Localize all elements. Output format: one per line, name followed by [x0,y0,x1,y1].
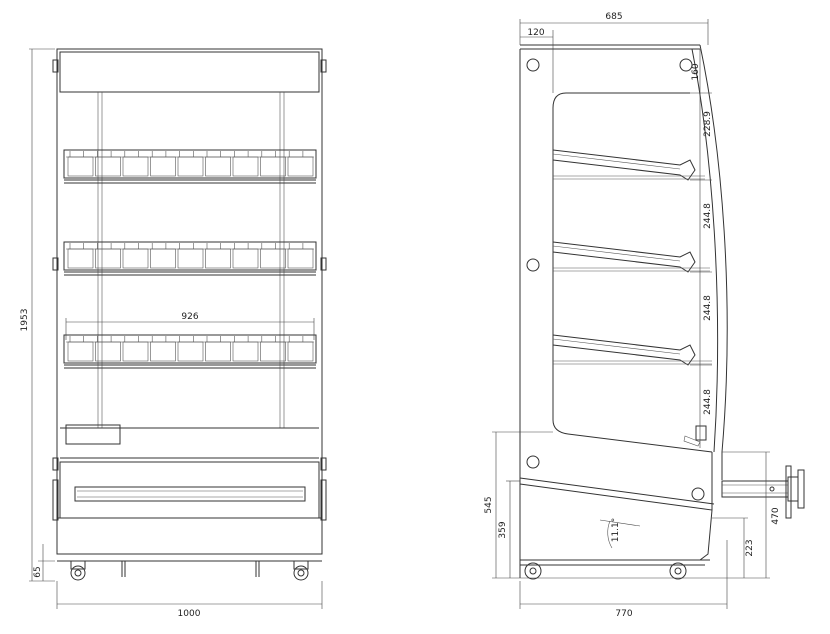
dim-shelf-spacing-1: 228.9 [703,111,713,137]
shelf-product-slot [67,156,94,177]
side-front-curve-outer [699,44,728,453]
front-left-bracket-top [52,59,59,73]
shelf-product-slot [205,341,231,362]
side-shelf-2 [552,241,710,273]
dim-total-height: 1953 [20,309,30,332]
side-hole-top-right [679,58,693,72]
front-view: 1953 65 1000 926 [20,48,327,619]
shelf-product-slot [67,341,94,362]
side-shelf-3 [552,334,712,366]
shelf-product-slot [260,248,286,269]
shelf-product-slot [232,156,259,177]
dim-top-gap: 160 [691,63,701,80]
front-caster-left [70,560,86,581]
dim-shelf-spacing-4: 244.8 [703,389,713,415]
side-caster-rear [524,562,542,580]
side-front-curve-inner [691,48,719,453]
shelf-product-slot [260,156,286,177]
side-caster-front [669,562,687,580]
shelf-product-slot [260,341,286,362]
front-base-panel [59,461,320,519]
front-outer-frame [56,48,323,555]
dim-deck-height: 359 [498,521,508,538]
side-display-cavity [552,92,713,453]
dim-total-width: 1000 [178,609,201,619]
shelf-product-slot [232,248,259,269]
side-handle-assembly [721,465,805,519]
side-view: 685 120 160 228.9 244.8 244.8 244.8 545 … [484,12,805,619]
dim-shelf-spacing-3: 244.8 [703,295,713,321]
dim-shelf-spacing-2: 244.8 [703,203,713,229]
side-hole-top-left [526,58,540,72]
shelf-product-slot [95,156,121,177]
shelf-product-slot [150,341,176,362]
front-label-plate [65,424,121,445]
dim-foot-height: 65 [33,566,43,577]
dim-base-height: 545 [484,496,494,513]
front-caster-right [293,560,309,581]
shelf-product-slot [67,248,94,269]
shelf-product-slot [150,248,176,269]
dim-top-depth: 685 [605,12,622,22]
shelf-product-slot [287,248,314,269]
side-sensor [695,425,707,441]
front-right-bracket-top [320,59,327,73]
shelf-product-slot [95,248,121,269]
shelf-product-slot [205,248,231,269]
shelf-product-slot [287,341,314,362]
dim-shelf-width: 926 [181,312,198,322]
dim-top-offset: 120 [527,28,544,38]
shelf-product-slot [232,341,259,362]
dim-handle-height: 470 [771,507,781,524]
dim-bumper-height: 223 [745,539,755,556]
shelf-product-slot [95,341,121,362]
shelf-product-slot [122,248,149,269]
front-canopy [59,51,320,93]
shelf-product-slot [122,156,149,177]
dim-deck-angle: 11.1° [611,518,621,543]
shelf-product-slot [150,156,176,177]
shelf-dividers [67,151,314,362]
shelf-product-slot [122,341,149,362]
shelf-product-slot [287,156,314,177]
shelf-product-slot [177,156,204,177]
shelf-product-slot [205,156,231,177]
shelf-product-slot [177,341,204,362]
shelf-product-slot [177,248,204,269]
dim-total-depth: 770 [615,609,632,619]
side-shelf-1 [552,149,705,181]
front-air-grille [74,486,306,502]
